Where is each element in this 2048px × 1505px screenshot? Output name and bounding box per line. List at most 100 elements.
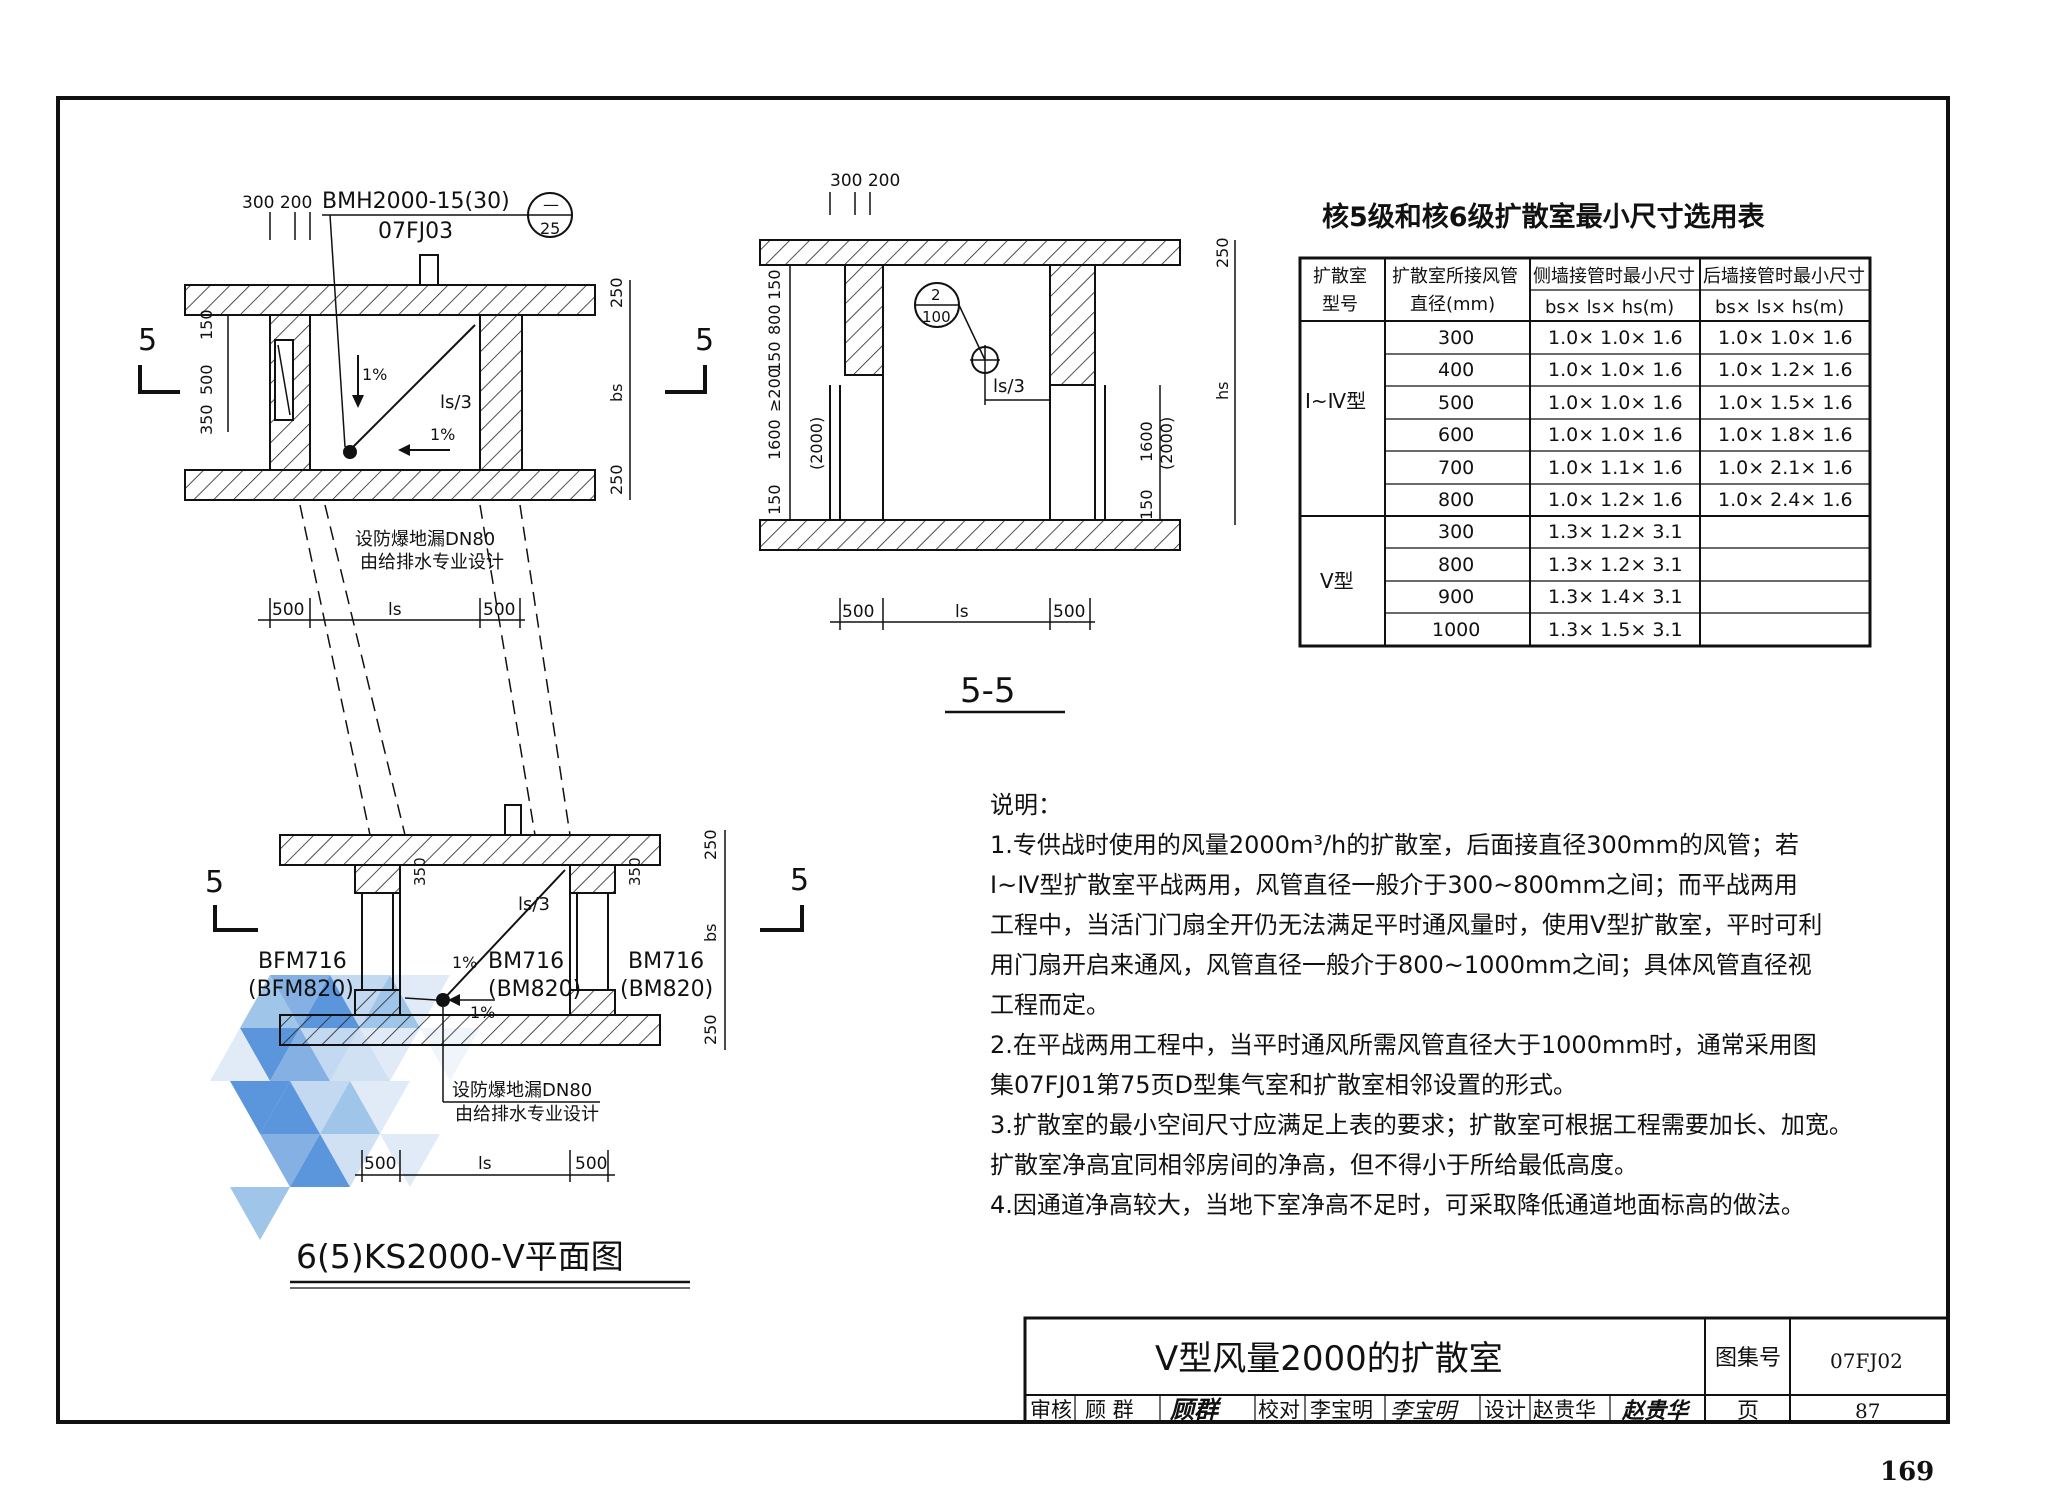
plan2-drain-2: 由给排水专业设计 [455, 1104, 599, 1125]
ref-code: BMH2000-15(30) [322, 189, 510, 214]
notes-line: 用门扇开启来通风，风管直径一般介于800~1000mm之间；具体风管直径视 [990, 951, 1812, 979]
notes-line: 4.因通道净高较大，当地下室净高不足时，可采取降低通道地面标高的做法。 [990, 1191, 1805, 1219]
ref-dims: 300 200 [242, 193, 312, 213]
cell-back: 1.0× 1.2× 1.6 [1718, 359, 1853, 381]
section-dim-150r: 150 [1137, 489, 1156, 520]
design-label: 设计 [1484, 1398, 1526, 1422]
cell-d: 600 [1438, 424, 1474, 446]
size-table: 核5级和核6级扩散室最小尺寸选用表 扩散室 型号 扩散室所接风管 直径(mm) … [1298, 201, 1872, 648]
cell-side: 1.3× 1.2× 3.1 [1548, 554, 1683, 576]
section-dim-800: 800 [765, 304, 784, 335]
notes: 说明： 1.专供战时使用的风量2000m³/h的扩散室，后面接直径300mm的风… [990, 785, 1870, 1225]
plan2-dim-350a: 350 [411, 857, 429, 886]
ref-circle-bottom: 25 [540, 219, 560, 238]
cell-d: 900 [1438, 586, 1474, 608]
door-left-2: (BFM820) [248, 977, 354, 1002]
dim-left-350: 350 [197, 404, 216, 435]
plan2-section-mark-left: 5 [205, 865, 224, 900]
sheet-border [56, 96, 1950, 1424]
drawing-title: Ⅴ型风量2000的扩散室 [1155, 1339, 1503, 1379]
cell-back: 1.0× 1.5× 1.6 [1718, 392, 1853, 414]
section-5-5: 2 100 ls/3 300 200 150 800 150 ≥200 1600… [759, 171, 1236, 714]
ls3-label: ls/3 [440, 392, 472, 413]
section-dim-150b: 150 [765, 341, 784, 372]
plan2-slope-a: 1% [452, 953, 477, 972]
notes-line: 集07FJ01第75页D型集气室和扩散室相邻设置的形式。 [990, 1071, 1577, 1099]
cell-side: 1.0× 1.1× 1.6 [1548, 457, 1683, 479]
th-back-2: bs× ls× hs(m) [1715, 297, 1844, 318]
check-signature: 李宝明 [1390, 1399, 1459, 1424]
cell-side: 1.0× 1.0× 1.6 [1548, 359, 1683, 381]
cell-side: 1.3× 1.4× 3.1 [1548, 586, 1683, 608]
section-dim-1600: 1600 [765, 419, 784, 460]
section-dim-1600r: 1600 [1137, 421, 1156, 462]
plan2-ls3: ls/3 [518, 894, 550, 915]
table-rows-group-1: 300 1.0× 1.0× 1.6 1.0× 1.0× 1.6 400 1.0×… [1438, 327, 1853, 511]
notes-line: Ⅰ~Ⅳ型扩散室平战两用，风管直径一般介于300~800mm之间；而平战两用 [990, 871, 1798, 899]
notes-line: 1.专供战时使用的风量2000m³/h的扩散室，后面接直径300mm的风管；若 [990, 831, 1799, 859]
cell-side: 1.0× 1.0× 1.6 [1548, 327, 1683, 349]
section-mark-left: 5 [138, 323, 157, 358]
th-type-1: 扩散室 [1313, 266, 1367, 287]
cell-d: 800 [1438, 489, 1474, 511]
plan2-dim-bs: bs [701, 924, 720, 943]
th-dia-1: 扩散室所接风管 [1392, 266, 1518, 287]
section-dim-250: 250 [1213, 237, 1232, 268]
notes-line: 工程中，当活门门扇全开仍无法满足平时通风量时，使用Ⅴ型扩散室，平时可利 [990, 911, 1823, 939]
dim-right-250-bot: 250 [607, 464, 626, 495]
notes-line: 3.扩散室的最小空间尺寸应满足上表的要求；扩散室可根据工程需要加长、加宽。 [990, 1111, 1853, 1139]
plan2-slope-b: 1% [470, 1003, 495, 1022]
cell-back: 1.0× 2.1× 1.6 [1718, 457, 1853, 479]
plan2-dim-250-top: 250 [701, 829, 720, 860]
page-label: 页 [1737, 1399, 1759, 1424]
dim-bottom-ls: ls [388, 600, 402, 620]
projection-lines [299, 504, 571, 836]
review-signature: 顾群 [1169, 1396, 1222, 1424]
dim-bottom-500-right: 500 [483, 600, 515, 620]
section-dim-2000: (2000) [807, 417, 826, 470]
cell-side: 1.3× 1.2× 3.1 [1548, 521, 1683, 543]
section-top-dims: 300 200 [830, 171, 900, 191]
ref-atlas: 07FJ03 [378, 219, 453, 244]
door-right-2: (BM820) [620, 977, 713, 1002]
cell-d: 300 [1438, 327, 1474, 349]
cell-d: 800 [1438, 554, 1474, 576]
cell-d: 400 [1438, 359, 1474, 381]
plan2-bottom-ls: ls [478, 1154, 492, 1174]
door-right-1: BM716 [628, 949, 704, 974]
design-name: 赵贵华 [1533, 1398, 1596, 1422]
review-name: 顾 群 [1085, 1398, 1134, 1422]
cell-d: 700 [1438, 457, 1474, 479]
section-dim-150a: 150 [765, 269, 784, 300]
cell-d: 1000 [1432, 619, 1480, 641]
section-mark-right: 5 [695, 323, 714, 358]
plan-title: 6(5)KS2000-Ⅴ平面图 [296, 1237, 624, 1276]
th-type-2: 型号 [1322, 294, 1358, 315]
section-dim-hs: hs [1213, 382, 1232, 400]
title-block: Ⅴ型风量2000的扩散室 图集号 07FJ02 审核 顾 群 顾群 校对 李宝明… [1023, 1316, 1950, 1424]
type-group-1: Ⅰ~Ⅳ型 [1305, 389, 1366, 413]
dim-bottom-500-left: 500 [272, 600, 304, 620]
atlas-number: 07FJ02 [1830, 1349, 1903, 1373]
dim-left-150: 150 [197, 309, 216, 340]
section-dim-200: ≥200 [765, 368, 784, 412]
door-mid-1: BM716 [488, 949, 564, 974]
cell-back: 1.0× 1.8× 1.6 [1718, 424, 1853, 446]
check-name: 李宝明 [1310, 1398, 1373, 1422]
plan2-bottom-500-left: 500 [364, 1154, 396, 1174]
section-circle-bottom: 100 [922, 308, 951, 326]
cell-back: 1.0× 2.4× 1.6 [1718, 489, 1853, 511]
section-dim-150c: 150 [765, 484, 784, 515]
plan-top: 1% 1% ls/3 300 200 BMH2000-15(30) 07FJ03… [138, 189, 714, 628]
sheet-number: 169 [1880, 1457, 1934, 1487]
plan2-dim-250-bot: 250 [701, 1014, 720, 1045]
notes-line: 2.在平战两用工程中，当平时通风所需风管直径大于1000mm时，通常采用图 [990, 1031, 1817, 1059]
section-ls3: ls/3 [993, 376, 1025, 397]
notes-heading: 说明： [990, 791, 1062, 819]
th-back-1: 后墙接管时最小尺寸 [1703, 266, 1865, 287]
drain-note-2: 由给排水专业设计 [360, 552, 504, 573]
door-mid-2: (BM820) [488, 977, 581, 1002]
section-dim-2000r: (2000) [1157, 417, 1176, 470]
design-signature: 赵贵华 [1621, 1398, 1691, 1424]
cell-d: 300 [1438, 521, 1474, 543]
